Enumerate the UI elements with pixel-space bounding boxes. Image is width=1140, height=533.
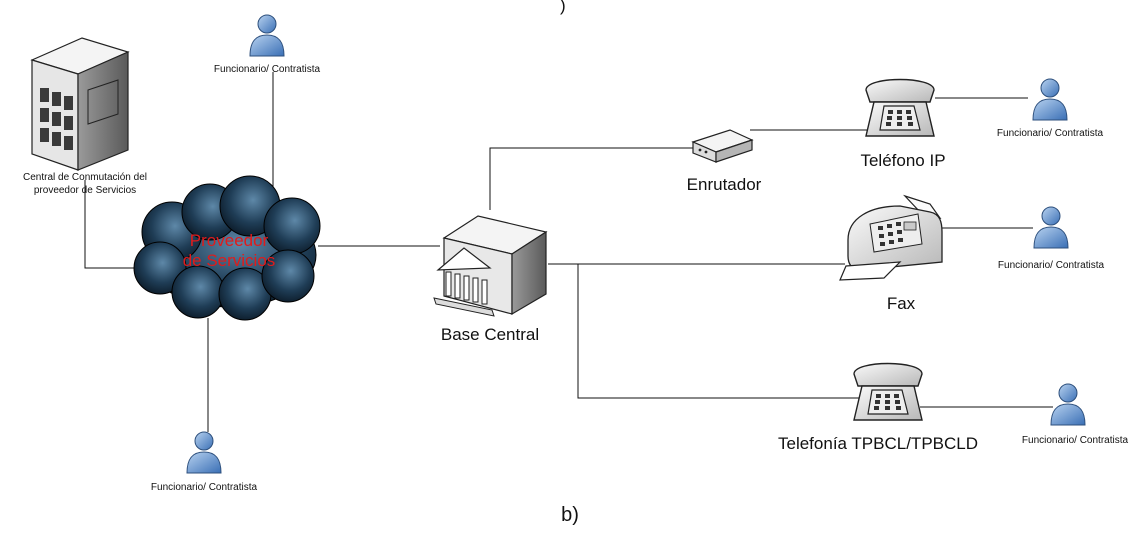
service-provider-cloud-icon — [133, 175, 321, 321]
ip-phone-icon — [865, 78, 935, 137]
person-icon-fax-user — [1033, 206, 1069, 249]
person-icon-ip-phone-user — [1032, 78, 1068, 121]
router-icon — [691, 129, 754, 163]
server-label-line1: Central de Conmutación del — [23, 172, 147, 183]
person-label-fax-user: Funcionario/ Contratista — [998, 260, 1105, 271]
base-central-label: Base Central — [441, 325, 539, 344]
ip-phone-label: Teléfono IP — [860, 151, 945, 170]
person-icon-top-center — [249, 14, 285, 57]
top-fragment: ) — [560, 0, 566, 15]
person-label-ip-phone-user: Funcionario/ Contratista — [997, 128, 1104, 139]
fax-label: Fax — [887, 294, 916, 313]
person-label-top-center: Funcionario/ Contratista — [214, 64, 321, 75]
cloud-label-line2: de Servicios — [183, 251, 276, 270]
cloud-label-line1: Proveedor — [190, 231, 269, 250]
person-icon-bottom-left — [186, 431, 222, 474]
landline-phone-icon — [853, 362, 923, 421]
person-icon-landline-user — [1050, 383, 1086, 426]
fax-icon — [839, 194, 943, 281]
server-label-line2: proveedor de Servicios — [34, 185, 136, 196]
person-label-bottom-left: Funcionario/ Contratista — [151, 482, 258, 493]
router-label: Enrutador — [687, 175, 762, 194]
switching-server-icon — [30, 37, 130, 171]
figure-caption: b) — [561, 504, 579, 526]
landline-label: Telefonía TPBCL/TPBCLD — [778, 434, 978, 453]
person-label-landline-user: Funcionario/ Contratista — [1022, 435, 1129, 446]
central-base-building-icon — [433, 215, 548, 317]
